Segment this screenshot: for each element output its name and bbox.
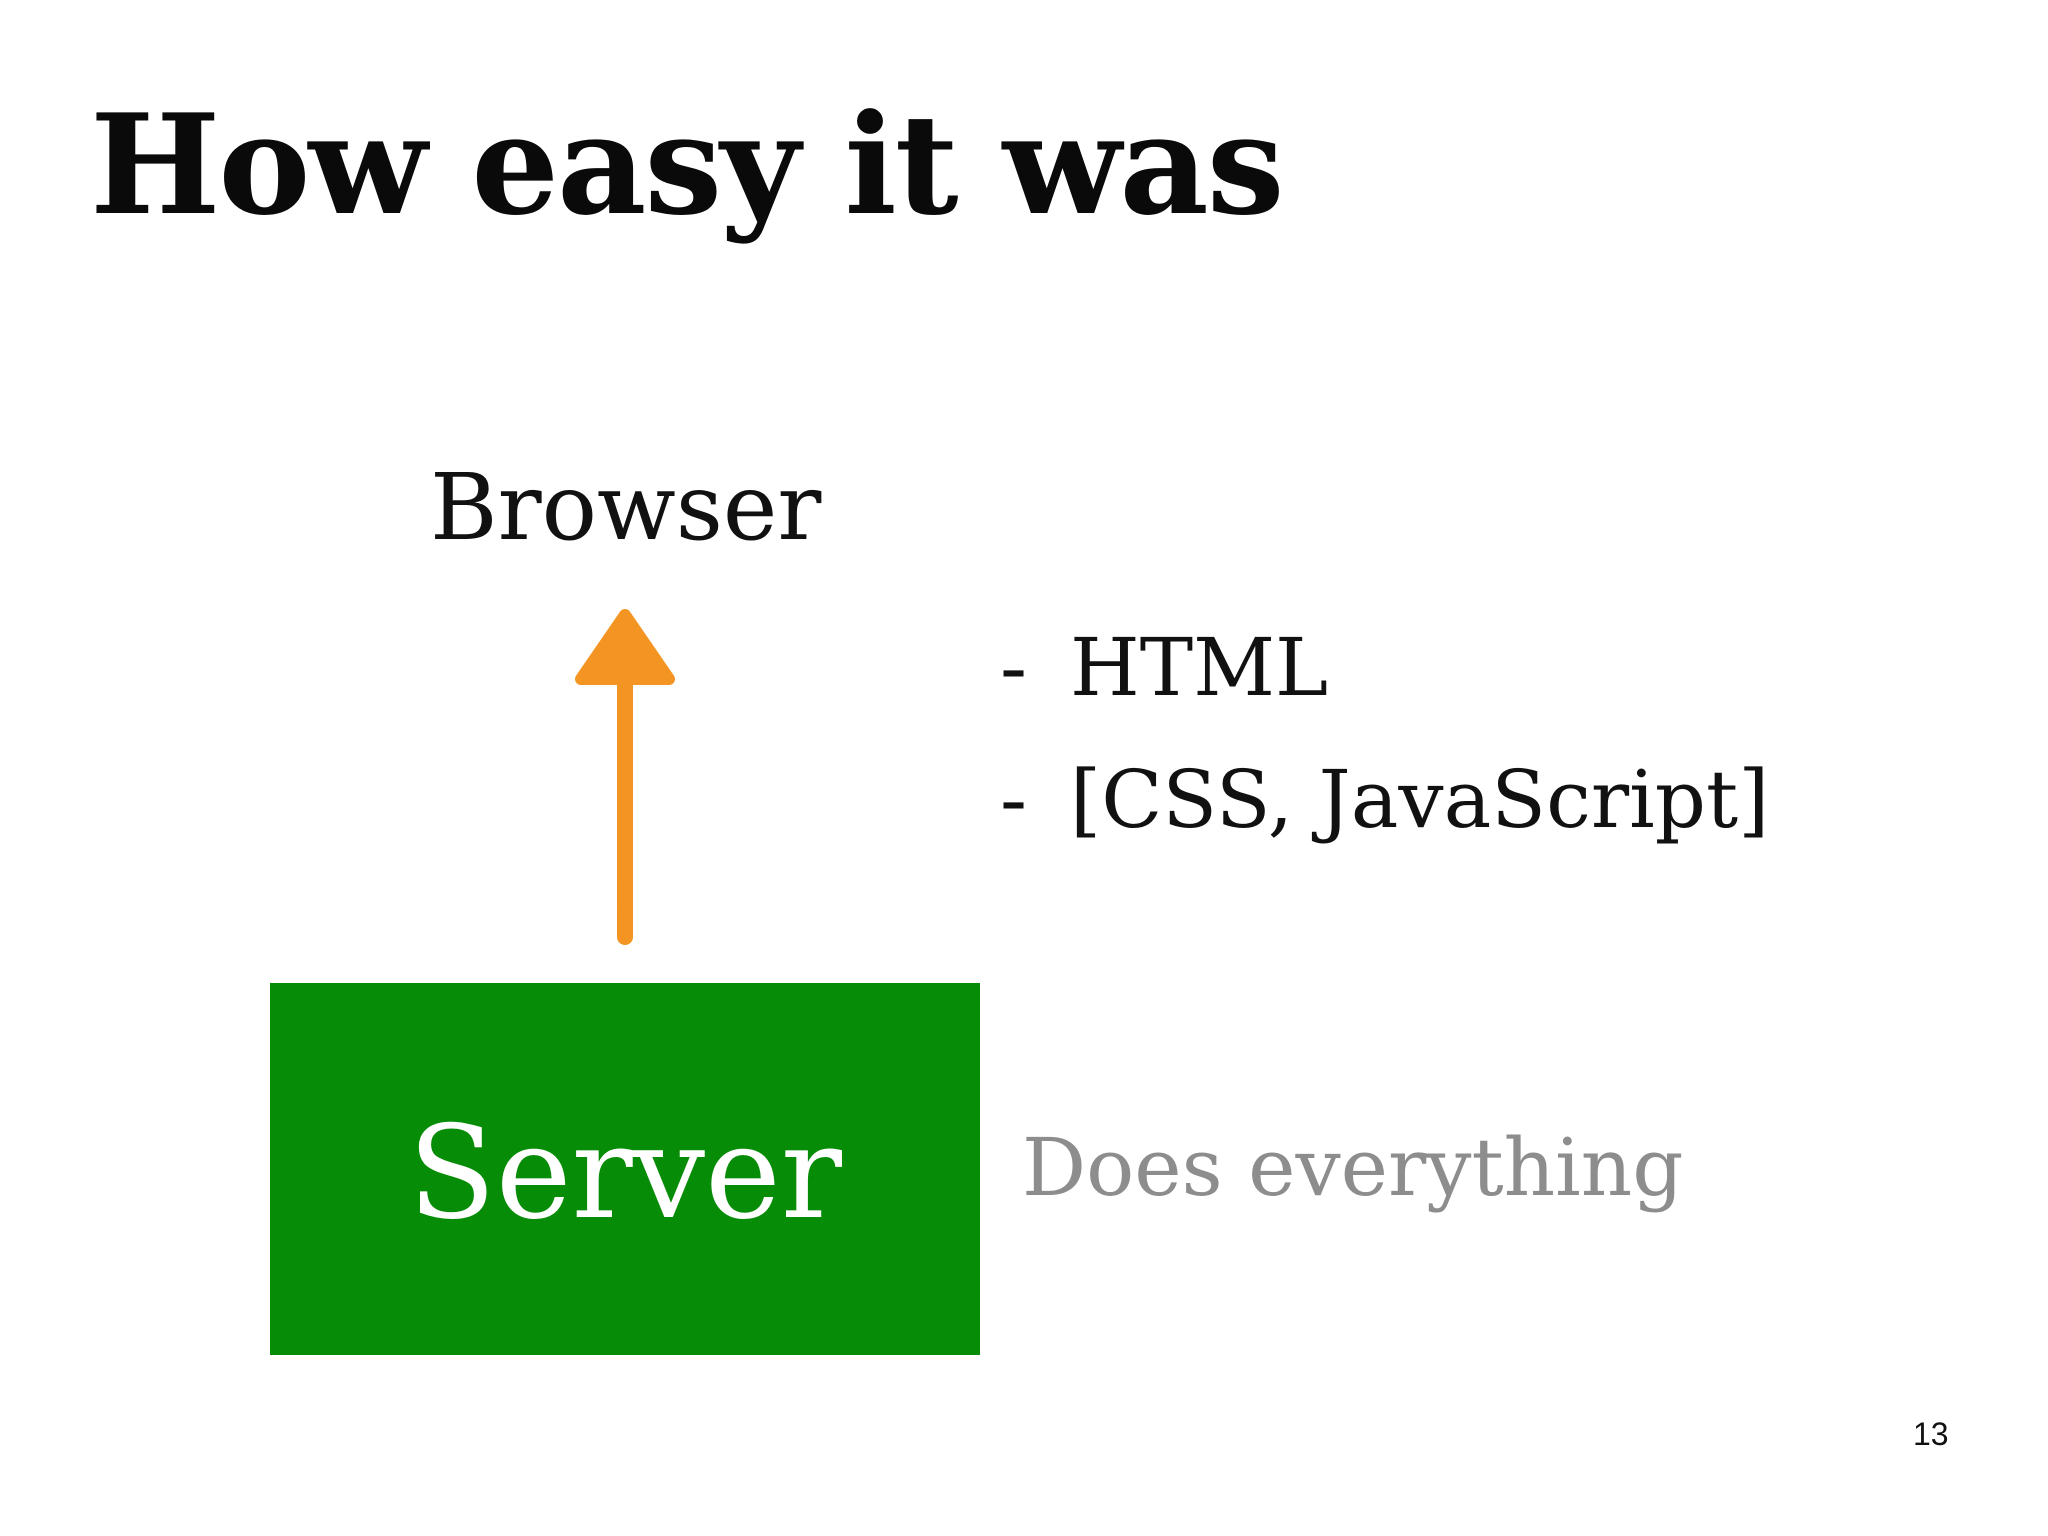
browser-label: Browser [430,454,822,561]
slide-title: How easy it was [90,83,1285,246]
server-label: Server [408,1099,842,1248]
list-dash: - [1000,621,1028,714]
payload-item-css-javascript: - [CSS, JavaScript] [1000,760,1769,892]
list-dash: - [1000,753,1028,846]
payload-list: - HTML - [CSS, JavaScript] [1000,628,1769,892]
payload-item-html: - HTML [1000,628,1769,760]
payload-item-label: [CSS, JavaScript] [1070,753,1770,846]
server-box: Server [270,983,980,1355]
payload-item-label: HTML [1070,621,1329,714]
page-number: 13 [1913,1416,1949,1452]
up-arrow-icon [575,609,675,945]
server-description: Does everything [1022,1121,1684,1214]
